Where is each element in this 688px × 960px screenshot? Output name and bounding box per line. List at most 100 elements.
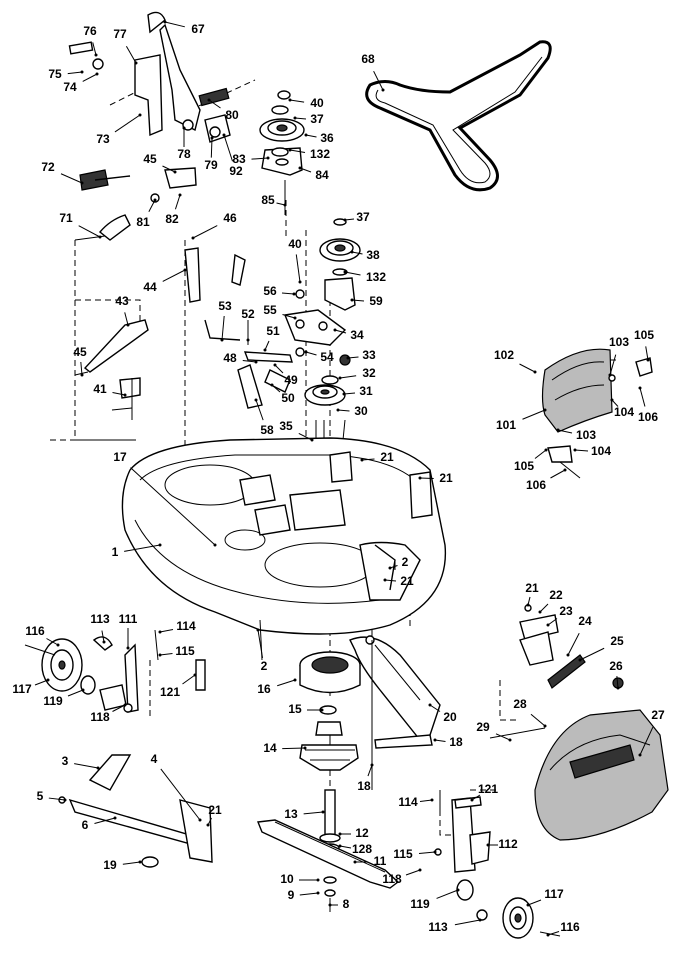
blade-spindle-assembly [299, 651, 361, 912]
part-number-label: 116 [25, 624, 45, 638]
leader-line [125, 45, 137, 64]
part-number-label: 19 [103, 858, 117, 872]
leader-line [78, 225, 101, 238]
part-number-label: 83 [232, 152, 246, 166]
leader-end [638, 386, 642, 390]
leader-end [222, 133, 226, 137]
leader-end [316, 878, 320, 882]
leader-end [338, 832, 342, 836]
deck-hanger-bracket [58, 754, 213, 868]
part-number-label: 18 [449, 735, 463, 749]
leader-line [295, 254, 301, 283]
leader-end [578, 658, 582, 662]
part-number-label: 111 [119, 612, 138, 626]
leader-end [638, 753, 642, 757]
leader-end [543, 408, 547, 412]
leader-line [530, 713, 546, 727]
part-number-label: 11 [374, 854, 387, 868]
leader-line [384, 579, 397, 582]
leader-end [220, 338, 224, 342]
part-number-label: 25 [610, 634, 624, 648]
leader-line [122, 861, 141, 865]
part-number-label: 14 [263, 741, 277, 755]
leader-line [557, 429, 573, 434]
part-number-label: 113 [90, 612, 110, 626]
leader-line [344, 218, 355, 221]
leader-end [98, 235, 102, 239]
part-number-label: 1 [112, 545, 119, 559]
leader-end [256, 628, 260, 632]
leader-line [271, 384, 281, 393]
part-number-label: 80 [225, 108, 239, 122]
leader-end [270, 383, 274, 387]
leader-line [639, 726, 654, 756]
leader-end [193, 673, 197, 677]
leader-end [266, 156, 270, 160]
part-number-label: 41 [93, 382, 107, 396]
part-number-label: 36 [320, 131, 334, 145]
part-number-label: 77 [113, 27, 127, 41]
leader-line [282, 314, 296, 319]
leader-end [293, 678, 297, 682]
part-number-label: 128 [352, 842, 372, 856]
leader-line [547, 931, 560, 936]
leader-end [388, 566, 392, 570]
part-number-label: 32 [362, 366, 376, 380]
part-number-label: 49 [284, 373, 298, 387]
part-number-label: 115 [175, 644, 195, 658]
leader-line [547, 618, 558, 626]
part-number-label: 103 [576, 428, 596, 442]
part-number-label: 114 [398, 795, 418, 809]
leader-line [294, 117, 307, 120]
part-number-label: 5 [37, 789, 44, 803]
leader-line [436, 889, 459, 899]
leader-line [434, 739, 446, 742]
leader-end [533, 370, 537, 374]
leader-end [418, 476, 422, 480]
leader-line [124, 544, 161, 552]
part-number-label: 53 [218, 299, 232, 313]
leader-end [153, 198, 157, 202]
part-number-label: 119 [410, 897, 430, 911]
leader-line [429, 704, 441, 712]
leader-line [80, 361, 83, 376]
leader-end [80, 373, 84, 377]
leader-line [339, 375, 357, 379]
part-number-label: 40 [310, 96, 324, 110]
leader-line [274, 364, 284, 374]
leader-end [213, 543, 217, 547]
leader-line [303, 811, 324, 815]
leader-end [546, 623, 550, 627]
leader-end [310, 438, 314, 442]
leader-line [334, 329, 347, 334]
part-number-label: 21 [525, 581, 539, 595]
leader-end [538, 610, 542, 614]
leader-end [134, 61, 138, 65]
part-number-label: 4 [151, 752, 158, 766]
callout-leaders [34, 20, 654, 937]
leader-end [298, 166, 302, 170]
leader-line [192, 225, 218, 239]
leader-line [299, 892, 319, 896]
leader-end [328, 903, 332, 907]
part-number-label: 54 [320, 350, 334, 364]
part-number-label: 71 [59, 211, 73, 225]
part-number-label: 2 [261, 659, 268, 673]
part-number-label: 8 [343, 897, 350, 911]
part-number-label: 21 [208, 803, 222, 817]
part-number-label: 20 [443, 710, 457, 724]
part-number-label: 118 [382, 872, 402, 886]
leader-end [321, 810, 325, 814]
part-number-label: 68 [361, 52, 375, 66]
leader-end [556, 428, 560, 432]
leader-line [255, 399, 264, 421]
part-number-label: 84 [315, 168, 329, 182]
leader-end [433, 738, 437, 742]
leader-end [608, 373, 612, 377]
leader-line [347, 356, 359, 359]
leader-line [550, 469, 566, 479]
leader-end [646, 358, 650, 362]
part-number-label: 116 [560, 920, 580, 934]
leader-line [46, 638, 59, 646]
